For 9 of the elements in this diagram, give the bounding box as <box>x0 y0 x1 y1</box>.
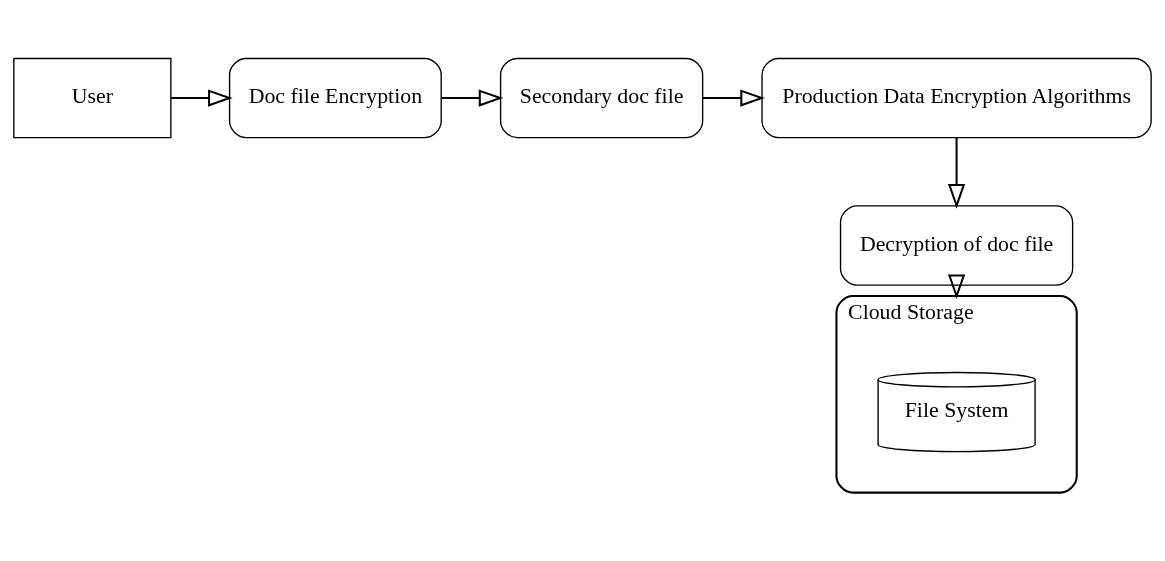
node-box: Production Data Encryption Algorithms <box>761 57 1152 138</box>
node-box: User <box>13 57 172 138</box>
arrow <box>947 274 966 299</box>
node-box: Secondary doc file <box>499 57 704 138</box>
arrow <box>441 88 504 107</box>
arrow <box>171 88 233 107</box>
node-box: Doc file Encryption <box>228 57 442 138</box>
arrow <box>947 137 966 209</box>
arrow <box>702 88 765 107</box>
